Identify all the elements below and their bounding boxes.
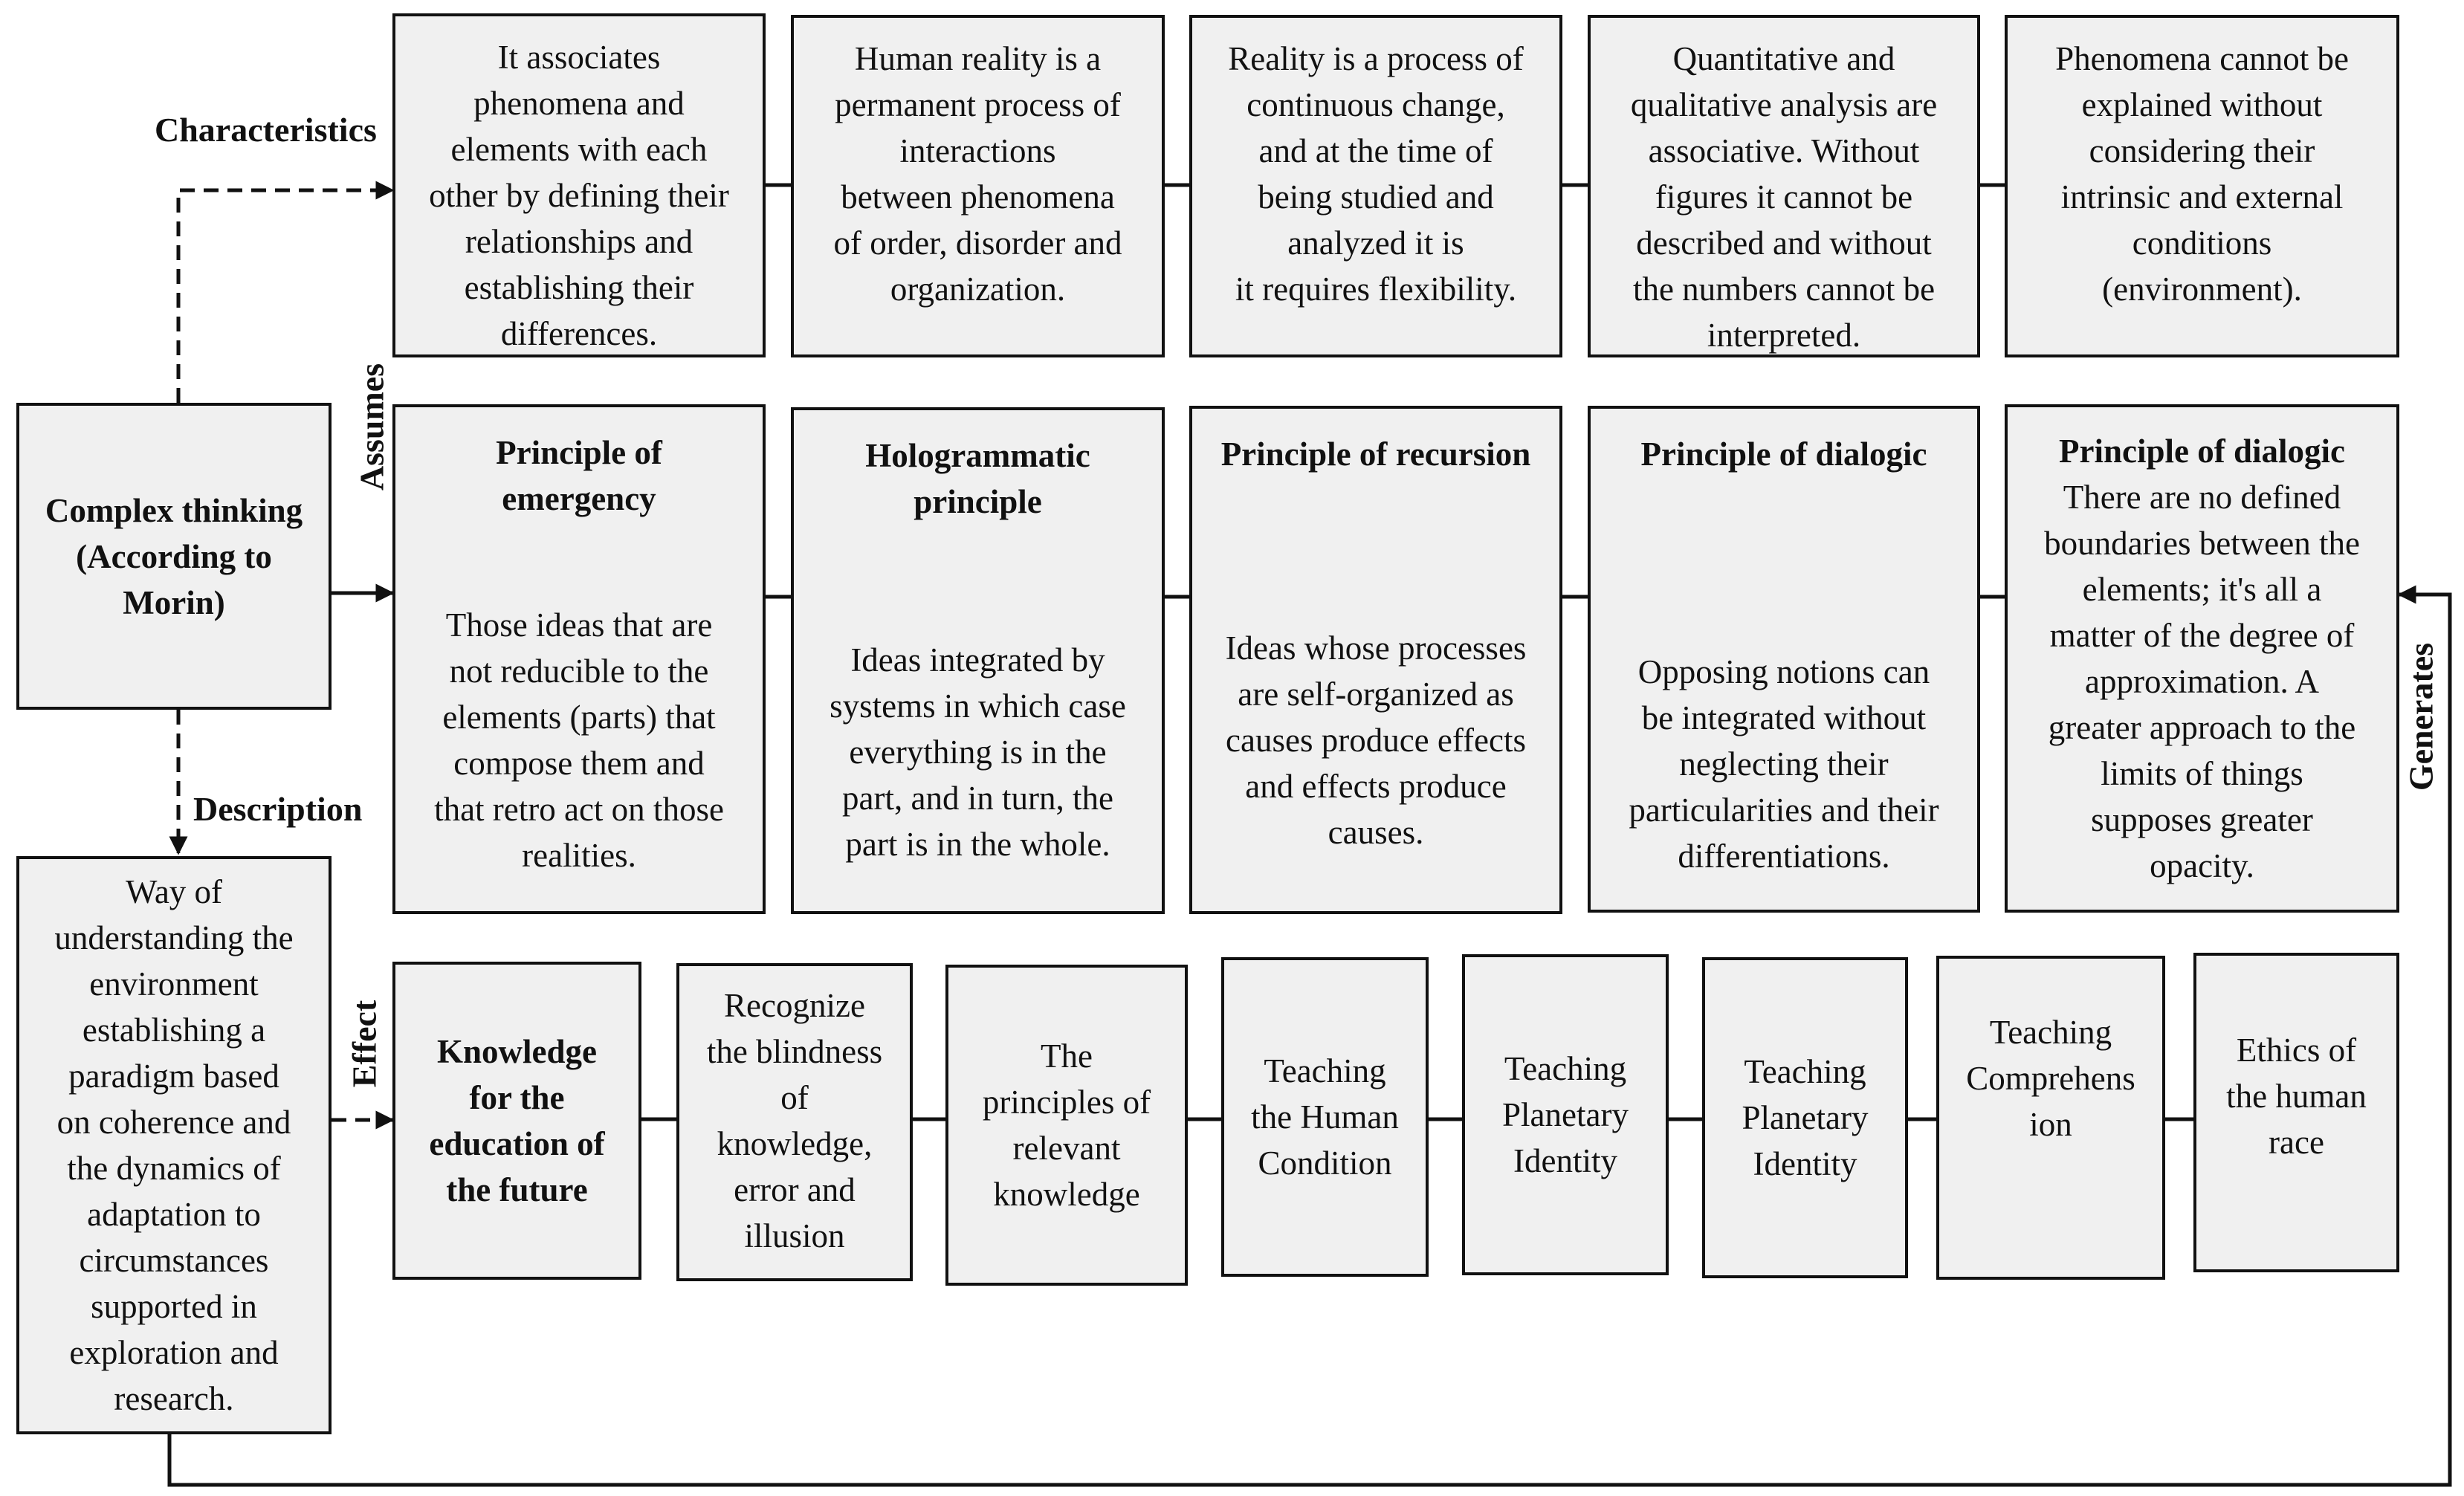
description-text: Way of understanding the environment est… (54, 873, 294, 1417)
principle-box-2: Hologrammatic principle Ideas integrated… (791, 407, 1165, 914)
effect-box-6: Teaching Comprehens ion (1936, 956, 2165, 1280)
assumes-label: Assumes (352, 363, 391, 491)
knowledge-education-future-title: Knowledge for the education of the futur… (429, 1033, 605, 1208)
characteristic-box-4: Quantitative and qualitative analysis ar… (1588, 15, 1980, 357)
characteristic-box-1: It associates phenomena and elements wit… (392, 13, 766, 357)
characteristic-box-2: Human reality is a permanent process of … (791, 15, 1165, 357)
effect-box-5: Teaching Planetary Identity (1702, 957, 1908, 1278)
principle-box-5: Principle of dialogic There are no defin… (2005, 404, 2399, 913)
characteristic-text: Reality is a process of continuous chang… (1228, 40, 1524, 308)
characteristic-text: It associates phenomena and elements wit… (429, 39, 729, 352)
generates-label: Generates (2402, 642, 2440, 791)
effect-box-4: Teaching Planetary Identity (1462, 954, 1669, 1275)
effect-box-1: Recognize the blindness of knowledge, er… (676, 963, 913, 1281)
knowledge-education-future-box: Knowledge for the education of the futur… (392, 962, 641, 1280)
effect-label: Effect (345, 1000, 384, 1088)
effect-text: Teaching Comprehens ion (1966, 1014, 2135, 1143)
principle-box-4: Principle of dialogic Opposing notions c… (1588, 406, 1980, 913)
description-box: Way of understanding the environment est… (16, 856, 332, 1434)
characteristic-text: Phenomena cannot be explained without co… (2055, 40, 2349, 308)
principle-text: Ideas whose processes are self-organized… (1225, 629, 1527, 851)
characteristic-text: Quantitative and qualitative analysis ar… (1630, 40, 1938, 354)
characteristics-label: Characteristics (155, 111, 377, 149)
principle-title: Hologrammatic principle (865, 437, 1090, 520)
effect-text: Recognize the blindness of knowledge, er… (706, 987, 883, 1254)
characteristic-box-5: Phenomena cannot be explained without co… (2005, 15, 2399, 357)
principle-box-3: Principle of recursion Ideas whose proce… (1189, 406, 1562, 914)
effect-box-3: Teaching the Human Condition (1221, 957, 1429, 1277)
effect-text: Teaching the Human Condition (1251, 1052, 1399, 1182)
description-label: Description (193, 790, 363, 828)
effect-text: Teaching Planetary Identity (1742, 1053, 1869, 1182)
principle-title: Principle of dialogic (1640, 435, 1927, 473)
principle-title: Principle of dialogic (2059, 433, 2345, 470)
generates-arrow (167, 585, 2452, 1487)
characteristic-box-3: Reality is a process of continuous chang… (1189, 15, 1562, 357)
principle-box-1: Principle of emergency Those ideas that … (392, 404, 766, 914)
effect-box-2: The principles of relevant knowledge (945, 965, 1188, 1286)
principle-text: Those ideas that are not reducible to th… (434, 606, 724, 875)
effect-text: Teaching Planetary Identity (1502, 1050, 1629, 1179)
effect-text: Ethics of the human race (2226, 1032, 2367, 1161)
principle-text: Ideas integrated by systems in which cas… (830, 641, 1126, 864)
effect-box-7: Ethics of the human race (2193, 953, 2399, 1272)
effect-text: The principles of relevant knowledge (982, 1037, 1151, 1213)
characteristic-text: Human reality is a permanent process of … (833, 40, 1122, 308)
principle-text: There are no defined boundaries between … (2044, 479, 2360, 884)
principle-text: Opposing notions can be integrated witho… (1629, 653, 1939, 875)
complex-thinking-title: Complex thinking (According to Morin) (45, 491, 303, 621)
principle-title: Principle of emergency (496, 434, 662, 517)
principle-title: Principle of recursion (1220, 435, 1531, 473)
complex-thinking-box: Complex thinking (According to Morin) (16, 403, 332, 710)
